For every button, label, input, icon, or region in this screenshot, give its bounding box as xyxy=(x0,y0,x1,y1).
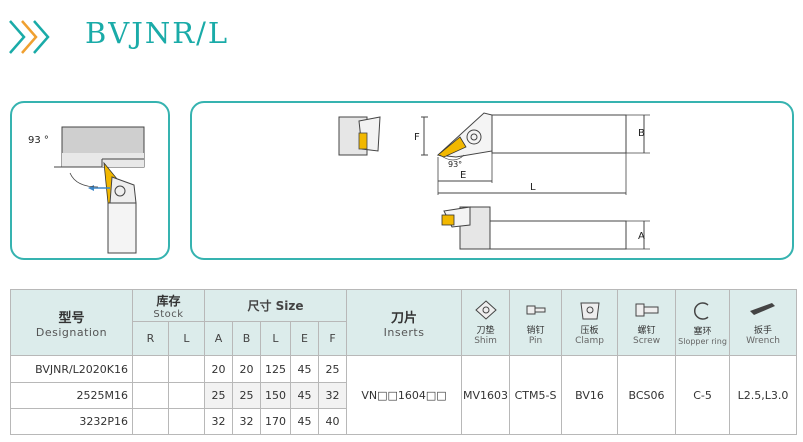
wrench-icon xyxy=(750,303,776,316)
row-designation: 2525M16 xyxy=(10,381,133,409)
row-A: 32 xyxy=(204,407,233,436)
row-F: 40 xyxy=(317,407,348,436)
angle-label-left: 93 ° xyxy=(28,135,49,146)
header-size-L: L xyxy=(260,321,291,357)
row-stock-L xyxy=(168,355,205,383)
header-ring: 塞环 Slopper ring xyxy=(675,288,731,357)
header-size: 尺寸 Size xyxy=(203,288,348,323)
row-E: 45 xyxy=(290,355,319,383)
header-screw: 螺钉 Screw xyxy=(617,288,677,357)
holder-shank-shape xyxy=(107,202,137,254)
holder-shank-side-shape xyxy=(489,220,627,250)
row-designation: BVJNR/L2020K16 xyxy=(10,355,133,383)
clamp-value: BV16 xyxy=(561,355,619,435)
chevron-logo-icon xyxy=(9,20,50,54)
header-stock-L: L xyxy=(168,321,205,357)
dimension-diagram: F B 93° E L A xyxy=(190,101,794,260)
row-designation: 3232P16 xyxy=(10,407,133,436)
header-clamp: 压板 Clamp xyxy=(561,288,619,357)
insert-value: VN□□1604□□ xyxy=(346,355,463,435)
angle-label-right: 93° xyxy=(448,160,462,169)
row-B: 25 xyxy=(232,381,261,409)
row-L: 170 xyxy=(260,407,291,436)
wrench-value: L2.5,L3.0 xyxy=(729,355,798,435)
ring-icon xyxy=(693,302,709,320)
label-B: B xyxy=(638,128,645,139)
pin-value: CTM5-S xyxy=(509,355,563,435)
header-inserts: 刀片 Inserts xyxy=(346,288,463,357)
table-row: 2525M16 25 25 150 45 32 xyxy=(10,381,797,409)
header-pin: 销钉 Pin xyxy=(509,288,563,357)
clamp-icon xyxy=(579,302,600,320)
row-stock-L xyxy=(168,407,205,436)
row-E: 45 xyxy=(290,407,319,436)
page-title: BVJNR/L xyxy=(85,16,230,50)
header-size-F: F xyxy=(317,321,348,357)
row-stock-R xyxy=(132,407,169,436)
header-size-E: E xyxy=(290,321,319,357)
header-size-B: B xyxy=(232,321,261,357)
label-L: L xyxy=(530,182,536,193)
header-designation: 型号 Designation xyxy=(10,288,133,357)
screw-icon xyxy=(635,303,659,317)
row-F: 32 xyxy=(317,381,348,409)
header-shim: 刀垫 Shim xyxy=(461,288,511,357)
label-F: F xyxy=(414,132,420,143)
ring-value: C-5 xyxy=(675,355,731,435)
row-A: 25 xyxy=(204,381,233,409)
shim-icon xyxy=(474,300,497,320)
row-F: 25 xyxy=(317,355,348,383)
row-E: 45 xyxy=(290,381,319,409)
table-row: BVJNR/L2020K16 20 20 125 45 25 VN□□1604□… xyxy=(10,355,798,435)
row-stock-R xyxy=(132,381,169,409)
screw-value: BCS06 xyxy=(617,355,677,435)
header-stock: 库存 Stock xyxy=(132,288,205,323)
header-size-A: A xyxy=(204,321,233,357)
row-B: 20 xyxy=(232,355,261,383)
shim-value: MV1603 xyxy=(461,355,511,435)
label-A: A xyxy=(638,231,645,242)
label-E: E xyxy=(460,170,466,181)
approach-angle-diagram: 93 ° xyxy=(10,101,170,260)
row-A: 20 xyxy=(204,355,233,383)
pin-icon xyxy=(526,305,546,315)
holder-shank-top-shape xyxy=(491,114,627,154)
table-row: 3232P16 32 32 170 45 40 xyxy=(10,407,797,436)
spec-table: 型号 Designation 库存 Stock 尺寸 Size 刀片 Inser… xyxy=(10,288,798,436)
row-L: 125 xyxy=(260,355,291,383)
row-L: 150 xyxy=(260,381,291,409)
row-stock-R xyxy=(132,355,169,383)
header-wrench: 扳手 Wrench xyxy=(729,288,798,357)
row-B: 32 xyxy=(232,407,261,436)
row-stock-L xyxy=(168,381,205,409)
header-stock-R: R xyxy=(132,321,169,357)
